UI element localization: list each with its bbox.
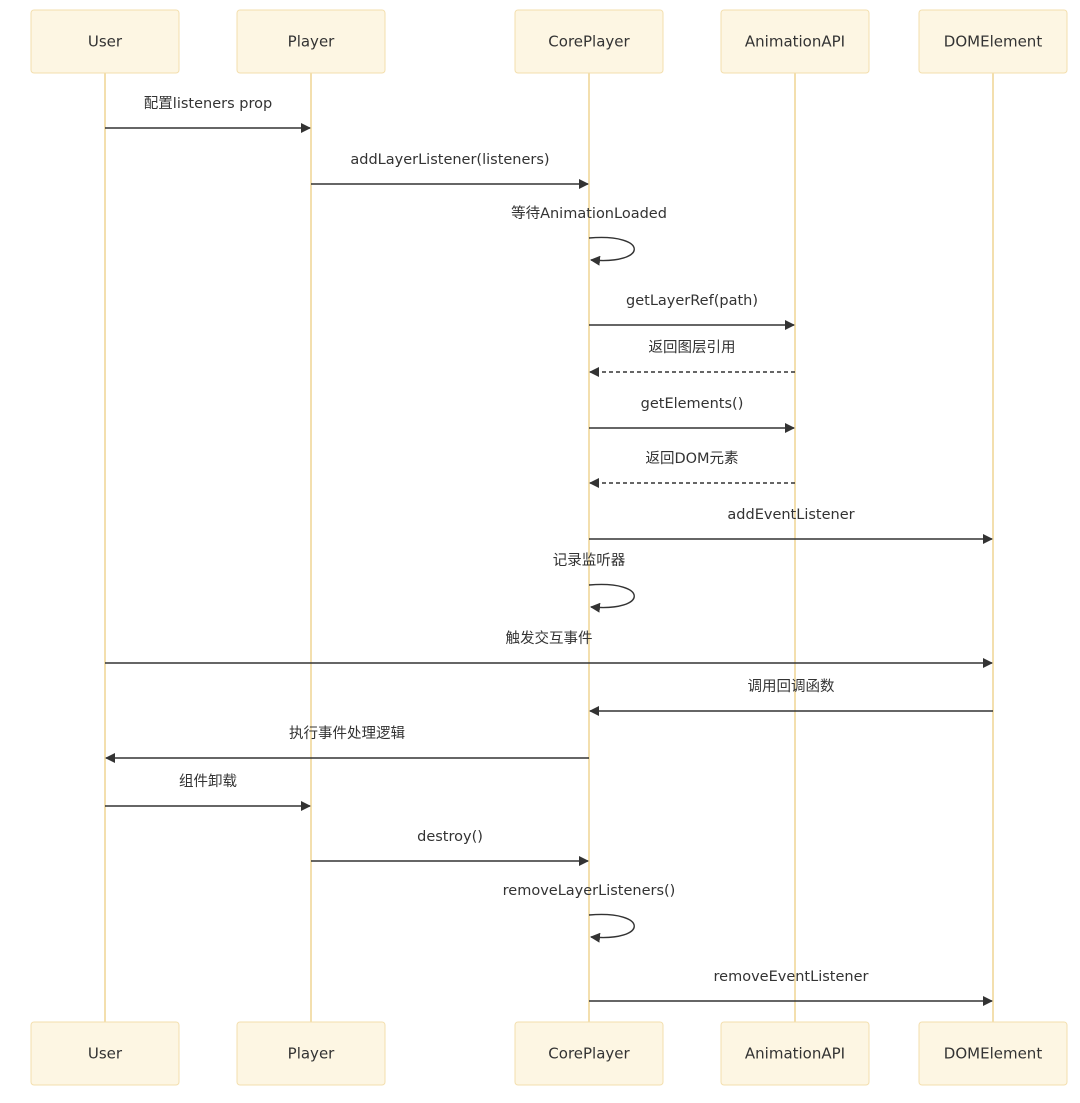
participant-label: DOMElement: [944, 33, 1043, 51]
participant-box: [30, 1021, 180, 1086]
participant-label: Player: [288, 33, 336, 51]
participant-box: [236, 1021, 386, 1086]
participant-label: CorePlayer: [548, 1045, 630, 1063]
message-label: 记录监听器: [553, 552, 626, 569]
message-10: 触发交互事件: [105, 629, 993, 668]
message-label: 等待AnimationLoaded: [511, 204, 667, 222]
message-label: destroy(): [417, 829, 483, 845]
message-4: getLayerRef(path): [589, 293, 795, 330]
message-label: 返回图层引用: [649, 339, 736, 356]
message-16: removeEventListener: [589, 969, 993, 1006]
participant-animationapi-top: AnimationAPI: [720, 9, 870, 74]
participant-domelement-bottom: DOMElement: [918, 1021, 1068, 1086]
participant-box: [918, 9, 1068, 74]
message-label: addLayerListener(listeners): [350, 152, 549, 168]
participant-box: [30, 9, 180, 74]
participant-player-top: Player: [236, 9, 386, 74]
participant-box: [720, 9, 870, 74]
message-label: getElements(): [641, 396, 744, 412]
participant-user-bottom: User: [30, 1021, 180, 1086]
participant-domelement-top: DOMElement: [918, 9, 1068, 74]
self-call-arrow: [588, 236, 635, 266]
participant-user-top: User: [30, 9, 180, 74]
message-label: 返回DOM元素: [645, 450, 738, 467]
message-2: addLayerListener(listeners): [311, 152, 589, 189]
message-label: removeLayerListeners(): [503, 883, 676, 899]
message-label: 组件卸载: [179, 773, 237, 790]
self-call-arrow: [588, 913, 635, 943]
participant-box: [720, 1021, 870, 1086]
message-5: 返回图层引用: [589, 339, 795, 377]
participant-label: User: [88, 1045, 123, 1063]
participant-player-bottom: Player: [236, 1021, 386, 1086]
message-1: 配置listeners prop: [105, 95, 311, 133]
participant-label: CorePlayer: [548, 33, 630, 51]
participant-box: [514, 1021, 664, 1086]
participant-box: [236, 9, 386, 74]
message-label: removeEventListener: [714, 969, 869, 985]
message-7: 返回DOM元素: [589, 450, 795, 488]
self-call-arrow: [588, 583, 635, 613]
participant-animationapi-bottom: AnimationAPI: [720, 1021, 870, 1086]
participant-label: User: [88, 33, 123, 51]
participant-coreplayer-top: CorePlayer: [514, 9, 664, 74]
participant-label: Player: [288, 1045, 336, 1063]
message-label: addEventListener: [727, 507, 854, 523]
participant-label: DOMElement: [944, 1045, 1043, 1063]
message-8: addEventListener: [589, 507, 993, 544]
participant-box: [918, 1021, 1068, 1086]
message-14: destroy(): [311, 829, 589, 866]
message-label: getLayerRef(path): [626, 293, 758, 309]
message-label: 调用回调函数: [748, 678, 835, 695]
message-label: 执行事件处理逻辑: [289, 725, 405, 742]
message-12: 执行事件处理逻辑: [105, 725, 589, 763]
message-label: 触发交互事件: [506, 629, 593, 647]
message-6: getElements(): [589, 396, 795, 433]
participant-box: [514, 9, 664, 74]
message-9: 记录监听器: [553, 552, 635, 613]
message-11: 调用回调函数: [589, 678, 993, 716]
message-3: 等待AnimationLoaded: [511, 204, 667, 266]
message-13: 组件卸载: [105, 773, 311, 811]
participant-label: AnimationAPI: [745, 1045, 845, 1063]
message-15: removeLayerListeners(): [503, 883, 676, 943]
message-label: 配置listeners prop: [144, 95, 272, 112]
participant-coreplayer-bottom: CorePlayer: [514, 1021, 664, 1086]
participant-label: AnimationAPI: [745, 33, 845, 51]
